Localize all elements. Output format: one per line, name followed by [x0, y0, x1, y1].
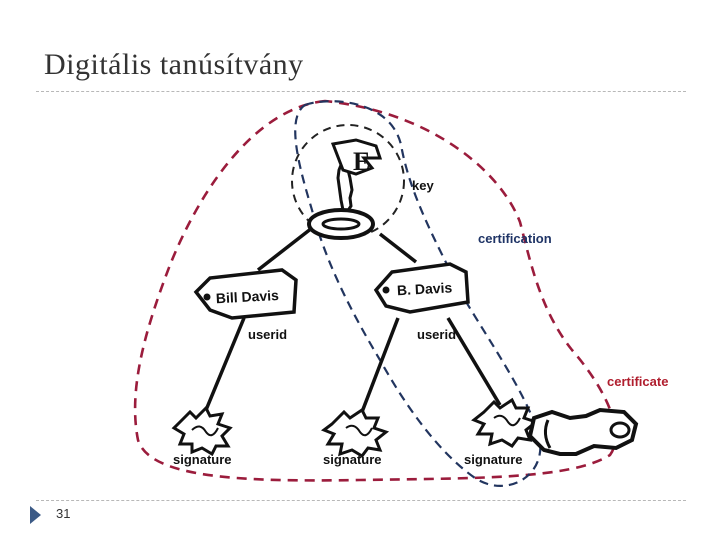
page-number: 31 — [56, 506, 71, 521]
certificate-key-icon — [527, 407, 639, 456]
edge-left-sig1 — [204, 317, 246, 411]
signature-seal-2 — [320, 407, 390, 458]
userid-label-left: userid — [248, 327, 287, 342]
certification-outline — [294, 100, 542, 487]
footer-divider — [36, 500, 686, 501]
edge-key-right — [378, 232, 418, 264]
userid-tag-left: Bill Davis — [193, 268, 298, 320]
signature-label-1: signature — [173, 452, 232, 467]
signature-label-3: signature — [464, 452, 523, 467]
signature-label-2: signature — [323, 452, 382, 467]
edge-right-sig2 — [360, 317, 400, 413]
footer-arrow-icon — [30, 506, 41, 524]
edge-right-sig3 — [446, 317, 502, 406]
userid-name-right: B. Davis — [397, 279, 453, 298]
signature-seal-3 — [471, 397, 540, 448]
userid-tag-right: B. Davis — [373, 262, 470, 314]
certification-label: certification — [478, 231, 552, 246]
title-divider — [36, 91, 686, 92]
userid-name-left: Bill Davis — [215, 287, 279, 306]
certificate-label: certificate — [607, 374, 668, 389]
key-icon: E — [307, 138, 383, 240]
key-label: key — [412, 178, 434, 193]
edge-key-left — [256, 226, 314, 272]
svg-text:E: E — [353, 147, 370, 176]
userid-label-right: userid — [417, 327, 456, 342]
slide-title: Digitális tanúsítvány — [44, 48, 304, 81]
certificate-outline — [133, 99, 617, 482]
signature-seal-1 — [171, 405, 233, 457]
